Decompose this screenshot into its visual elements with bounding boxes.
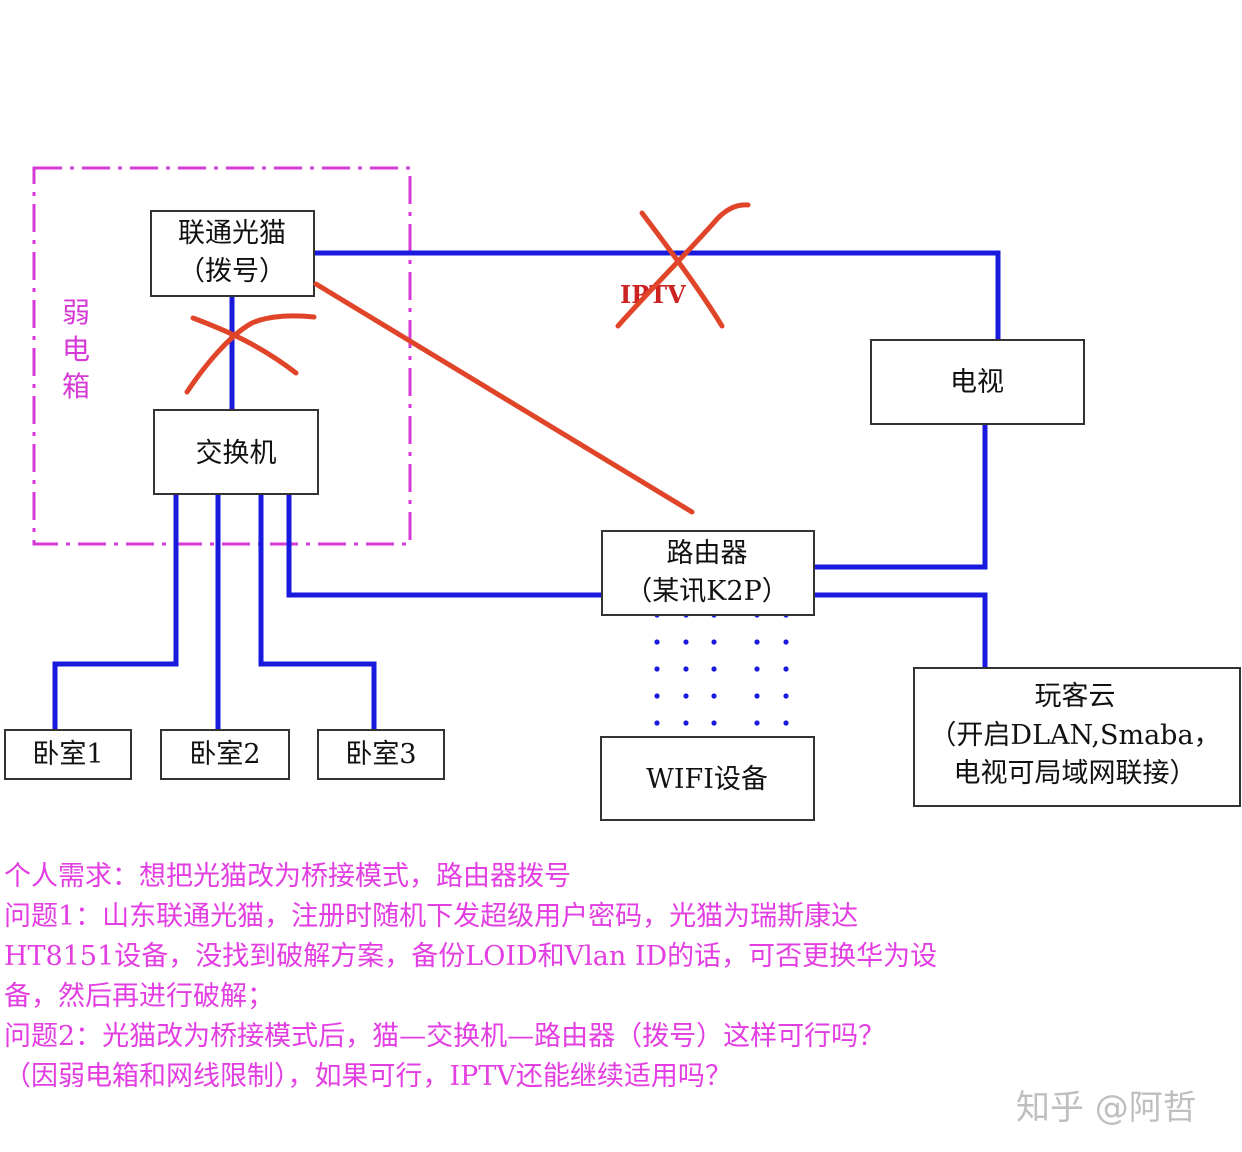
switch-label: 交换机 (196, 438, 277, 469)
requirements-notes: 个人需求：想把光猫改为桥接模式，路由器拨号 问题1：山东联通光猫，注册时随机下发… (4, 857, 1024, 1097)
wires (52, 250, 1001, 730)
weak-current-box-enclosure (32, 166, 412, 546)
tv-label: 电视 (950, 367, 1004, 398)
wire-switch-bedroom1 (52, 494, 179, 730)
note-line-1: 个人需求：想把光猫改为桥接模式，路由器拨号 (4, 861, 571, 892)
iptv-cross-mark-stroke-2 (615, 202, 751, 329)
tv-box (870, 339, 1085, 425)
bedroom1-label: 卧室1 (32, 739, 103, 770)
zhihu-watermark: 知乎 @阿哲 (1016, 1088, 1197, 1128)
enclosure-label-char-2: 电 (62, 333, 90, 366)
wire-modem-tv (314, 250, 1001, 340)
switch-link-cross-mark-stroke-1 (190, 315, 299, 376)
note-line-3: HT8151设备，没找到破解方案，备份LOID和Vlan ID的话，可否更换华为… (4, 941, 938, 972)
bedroom3-box (317, 729, 445, 780)
switch-box (153, 409, 319, 495)
wire-switch-bedroom3 (258, 494, 377, 730)
nas-box (913, 667, 1241, 807)
bedroom3-label: 卧室3 (345, 739, 416, 770)
enclosure-label-char-3: 箱 (62, 370, 90, 403)
modem-box (150, 210, 315, 297)
router-sublabel: （某讯K2P） (625, 576, 789, 607)
wifi-signal-dots (654, 612, 789, 726)
bedroom2-label: 卧室2 (189, 739, 260, 770)
modem-router-direct-line (313, 281, 695, 515)
bedroom1-box (4, 729, 132, 780)
nas-sublabel-1: （开启DLAN,Smaba， (929, 720, 1220, 751)
router-label: 路由器 (667, 538, 748, 569)
nas-label: 玩客云 (1035, 681, 1116, 712)
iptv-cross-mark-stroke-1 (639, 210, 725, 329)
note-line-2: 问题1：山东联通光猫，注册时随机下发超级用户密码，光猫为瑞斯康达 (4, 901, 859, 932)
nas-sublabel-2: 电视可局域网联接） (954, 758, 1197, 789)
modem-sublabel: （拨号） (178, 256, 286, 287)
wifi-device-label: WIFI设备 (646, 764, 768, 795)
router-box (601, 530, 815, 616)
wire-router-nas (814, 592, 988, 668)
note-line-6: （因弱电箱和网线限制），如果可行，IPTV还能继续适用吗？ (4, 1061, 732, 1092)
wire-switch-router (286, 494, 602, 598)
modem-label: 联通光猫 (178, 218, 286, 249)
bedroom2-box (160, 729, 290, 780)
wifi-device-box (600, 736, 815, 821)
note-line-4: 备，然后再进行破解； (4, 981, 274, 1012)
wire-router-tv (814, 424, 988, 570)
note-line-5: 问题2：光猫改为桥接模式后，猫—交换机—路由器（拨号）这样可行吗？ (4, 1021, 886, 1052)
switch-link-cross-mark-stroke-2 (184, 313, 317, 395)
enclosure-label-char-1: 弱 (62, 296, 90, 329)
